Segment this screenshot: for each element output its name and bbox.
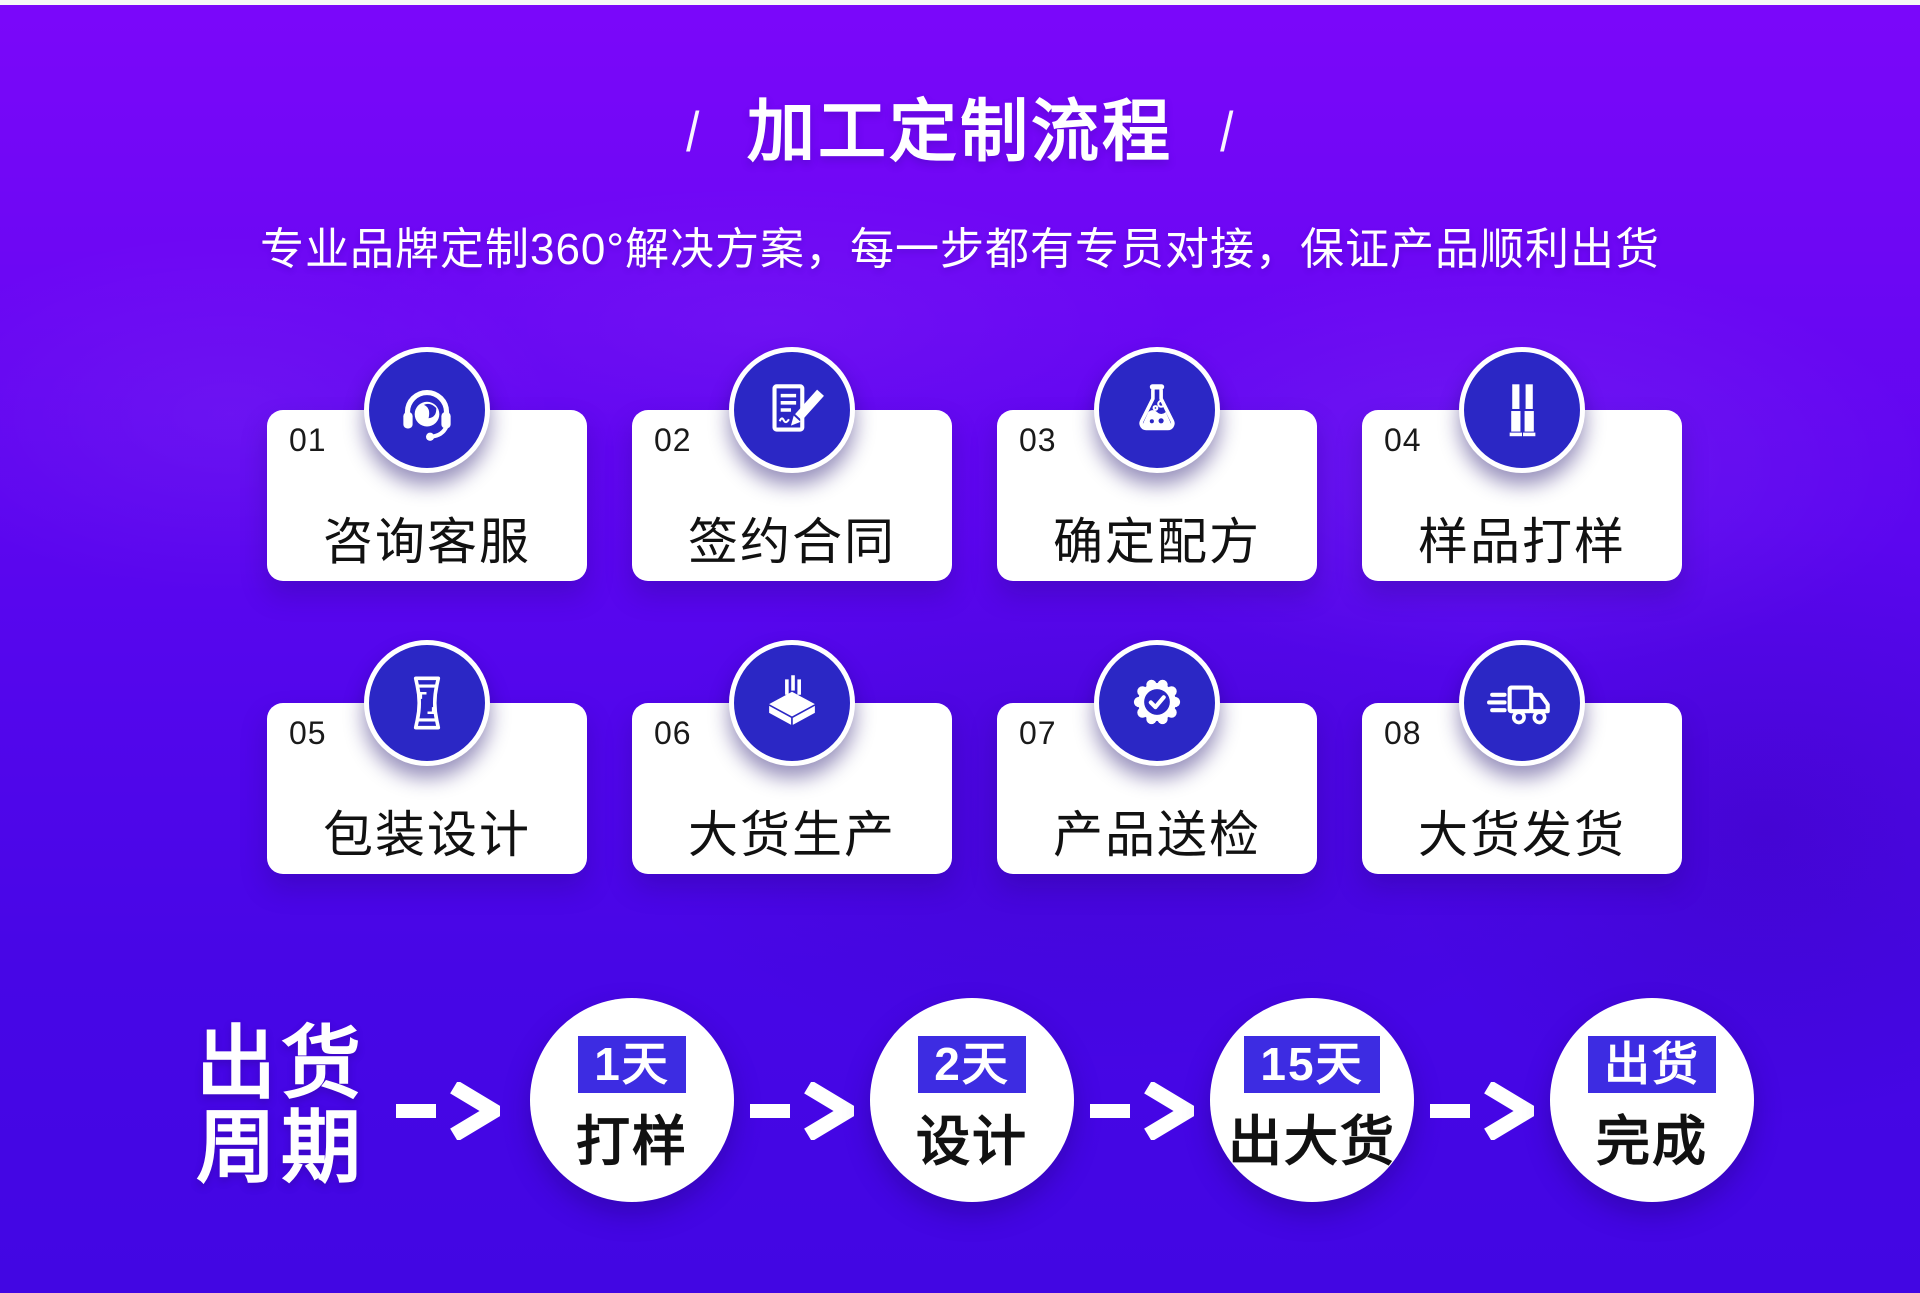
page-subtitle: 专业品牌定制360°解决方案，每一步都有专员对接，保证产品顺利出货: [259, 225, 1660, 274]
stage-duration-badge: 1天: [578, 1036, 686, 1094]
sample-tubes-icon: [1459, 347, 1585, 473]
page-title: 加工定制流程: [746, 94, 1173, 170]
timeline-stage-2: 2天 设计: [870, 998, 1074, 1202]
factory-icon: [729, 640, 855, 766]
stage-duration-badge: 出货: [1588, 1036, 1716, 1094]
step-number: 01: [289, 422, 327, 458]
step-card-7: 07 产品送检: [997, 640, 1317, 874]
title-slash-left: /: [686, 100, 700, 163]
flow-arrow-icon: [1430, 1082, 1534, 1140]
timeline-stage-1: 1天 打样: [530, 998, 734, 1202]
stage-duration-badge: 2天: [918, 1036, 1026, 1094]
step-label: 大货发货: [1418, 807, 1626, 863]
top-edge: [0, 0, 1920, 5]
customer-service-icon: [364, 347, 490, 473]
package-pouch-icon: [364, 640, 490, 766]
stage-label: 完成: [1596, 1112, 1708, 1173]
step-label: 签约合同: [688, 514, 896, 570]
stage-label: 出大货: [1228, 1112, 1396, 1173]
page-title-row: / 加工定制流程 /: [0, 98, 1920, 166]
step-label: 产品送检: [1053, 807, 1261, 863]
step-card-4: 04 样品打样: [1362, 347, 1682, 581]
step-card-8: 08 大货发货: [1362, 640, 1682, 874]
step-label: 大货生产: [688, 807, 896, 863]
step-label: 样品打样: [1418, 514, 1626, 570]
step-number: 05: [289, 715, 327, 751]
timeline-heading: 出货 周期: [196, 1022, 366, 1190]
flow-arrow-icon: [750, 1082, 854, 1140]
stage-label: 设计: [916, 1112, 1028, 1173]
flow-arrow-icon: [396, 1082, 500, 1140]
timeline-heading-line2: 周期: [196, 1103, 366, 1192]
delivery-truck-icon: [1459, 640, 1585, 766]
step-label: 咨询客服: [323, 514, 531, 570]
quality-badge-icon: [1094, 640, 1220, 766]
step-card-2: 02 签约合同: [632, 347, 952, 581]
step-label: 包装设计: [323, 807, 531, 863]
step-number: 02: [654, 422, 692, 458]
flow-arrow-icon: [1090, 1082, 1194, 1140]
step-label: 确定配方: [1053, 514, 1261, 570]
flask-icon: [1094, 347, 1220, 473]
timeline-heading-line1: 出货: [196, 1019, 366, 1108]
step-card-6: 06 大货生产: [632, 640, 952, 874]
step-number: 04: [1384, 422, 1422, 458]
title-slash-right: /: [1220, 100, 1234, 163]
timeline-stage-3: 15天 出大货: [1210, 998, 1414, 1202]
step-number: 03: [1019, 422, 1057, 458]
step-card-3: 03 确定配方: [997, 347, 1317, 581]
step-card-1: 01 咨询客服: [267, 347, 587, 581]
step-number: 07: [1019, 715, 1057, 751]
step-number: 08: [1384, 715, 1422, 751]
stage-duration-badge: 15天: [1244, 1036, 1380, 1094]
contract-icon: [729, 347, 855, 473]
step-card-5: 05 包装设计: [267, 640, 587, 874]
timeline-stage-4: 出货 完成: [1550, 998, 1754, 1202]
step-number: 06: [654, 715, 692, 751]
stage-label: 打样: [576, 1112, 688, 1173]
